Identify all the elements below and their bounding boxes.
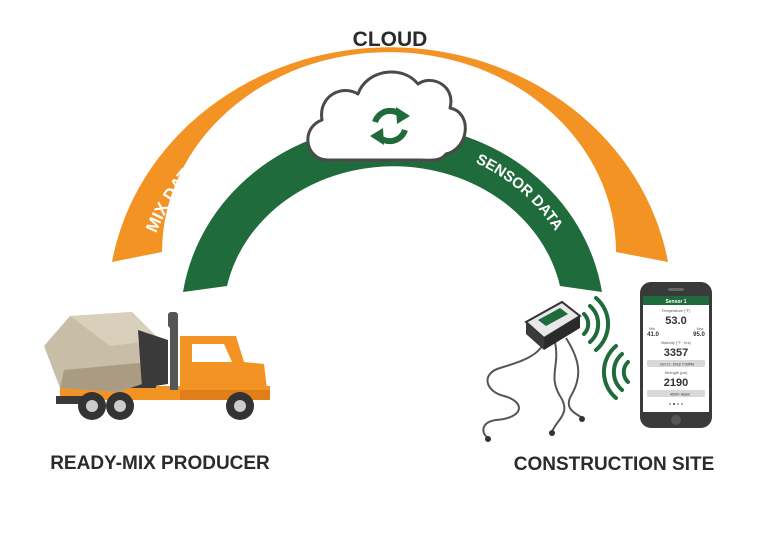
strength-value: 2190 <box>664 377 688 389</box>
strength-label: Strength (psi) <box>665 371 689 375</box>
wifi-waves-icon <box>601 344 630 400</box>
site-label: CONSTRUCTION SITE <box>514 454 715 475</box>
sync-icon <box>370 107 410 145</box>
alarm-button[interactable] <box>647 390 705 397</box>
smartphone: Sensor 1 Temperature (°F) 53.0 Min 41.0 … <box>640 282 712 428</box>
date-button[interactable] <box>647 360 705 367</box>
producer-label: READY-MIX PRODUCER <box>50 453 270 474</box>
min-label: Min <box>649 327 655 331</box>
maturity-value: 3357 <box>664 347 688 359</box>
temperature-label: Temperature (°F) <box>662 309 691 313</box>
min-value: 41.0 <box>647 332 659 338</box>
temperature-value: 53.0 <box>665 315 686 327</box>
page-dots <box>669 403 683 405</box>
maturity-label: Maturity (°F · hrs) <box>661 341 691 345</box>
cloud-icon <box>306 70 467 162</box>
max-label: Max <box>697 327 704 331</box>
concrete-mixer-truck-icon <box>44 312 270 420</box>
date-button-label: Oct 17, 2018 7:00PM <box>660 363 694 367</box>
sensor-data-label: SENSOR DATA <box>474 151 567 234</box>
cloud-label: CLOUD <box>353 28 428 51</box>
alarm-button-label: 4000+ Alarm <box>670 393 690 397</box>
concrete-sensor-icon <box>482 300 585 442</box>
max-value: 95.0 <box>693 332 705 338</box>
wifi-waves-icon <box>582 296 611 352</box>
phone-screen-title: Sensor 1 <box>665 299 686 305</box>
